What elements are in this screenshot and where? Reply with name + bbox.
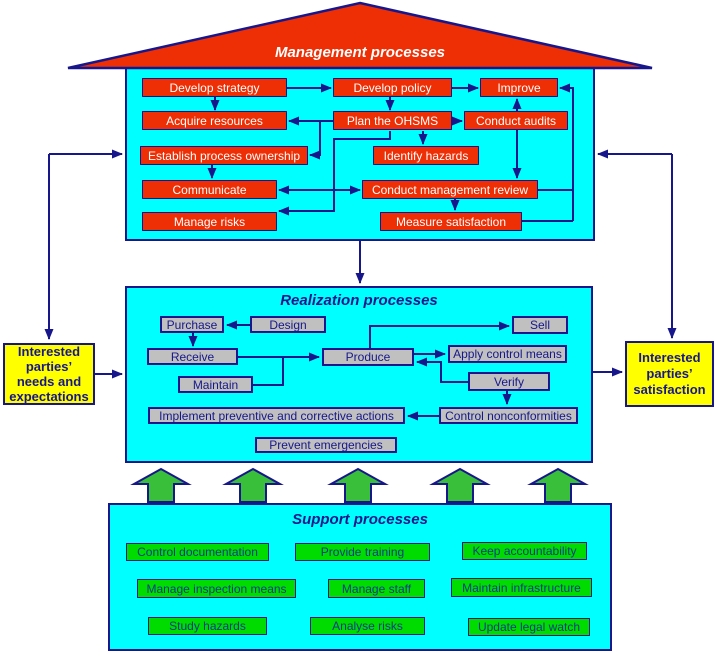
box-provide-training: Provide training [295, 543, 430, 561]
box-conduct-audits: Conduct audits [464, 111, 568, 130]
management-title: Management processes [274, 44, 446, 61]
support-up-arrow-3 [327, 467, 389, 503]
box-manage-staff: Manage staff [328, 579, 425, 598]
box-verify: Verify [468, 372, 550, 391]
box-interested-parties-needs: Interested parties’ needs and expectatio… [3, 343, 95, 405]
box-control-documentation: Control documentation [126, 543, 269, 561]
box-keep-accountability: Keep accountability [462, 542, 587, 560]
box-purchase: Purchase [160, 316, 224, 333]
box-establish-process-ownership: Establish process ownership [140, 146, 308, 165]
box-measure-satisfaction: Measure satisfaction [380, 212, 522, 231]
box-prevent-emergencies: Prevent emergencies [255, 437, 397, 453]
box-manage-risks: Manage risks [142, 212, 277, 231]
box-communicate: Communicate [142, 180, 277, 199]
box-update-legal-watch: Update legal watch [468, 618, 590, 636]
box-plan-the-ohsms: Plan the OHSMS [333, 111, 452, 130]
box-conduct-management-review: Conduct management review [362, 180, 538, 199]
box-improve: Improve [480, 78, 558, 97]
box-study-hazards: Study hazards [148, 617, 267, 635]
support-up-arrow-5 [527, 467, 589, 503]
support-up-arrow-4 [429, 467, 491, 503]
box-analyse-risks: Analyse risks [310, 617, 425, 635]
box-produce: Produce [322, 348, 414, 366]
support-title: Support processes [292, 511, 428, 528]
box-acquire-resources: Acquire resources [142, 111, 287, 130]
box-implement-actions: Implement preventive and corrective acti… [148, 407, 405, 424]
box-develop-policy: Develop policy [333, 78, 452, 97]
box-maintain-infrastructure: Maintain infrastructure [451, 578, 592, 597]
box-maintain: Maintain [178, 376, 253, 393]
box-interested-parties-satisfaction: Interested parties’ satisfaction [625, 341, 714, 407]
support-up-arrow-2 [222, 467, 284, 503]
box-identify-hazards: Identify hazards [373, 146, 479, 165]
box-develop-strategy: Develop strategy [142, 78, 287, 97]
box-receive: Receive [147, 348, 238, 365]
box-manage-inspection-means: Manage inspection means [137, 579, 296, 598]
support-up-arrow-1 [130, 467, 192, 503]
box-sell: Sell [512, 316, 568, 334]
box-apply-control-means: Apply control means [448, 345, 567, 363]
realization-title: Realization processes [280, 292, 438, 309]
box-control-nonconformities: Control nonconformities [439, 407, 578, 424]
box-design: Design [250, 316, 326, 333]
